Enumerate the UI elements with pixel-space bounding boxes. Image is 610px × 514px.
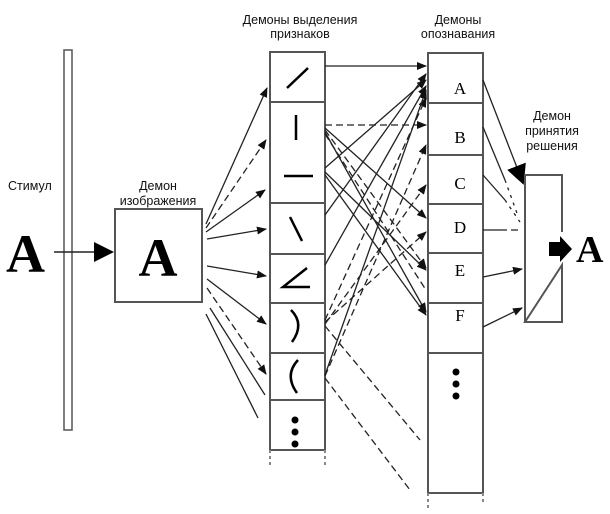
stimulus-barrier (63, 49, 73, 431)
recognition-demons-label-1: Демоны (435, 13, 482, 27)
arrow-to-right-curve (206, 278, 267, 325)
recognition-cell-a: A (454, 79, 467, 98)
arrow-to-angle (206, 265, 267, 279)
image-demon-box (114, 208, 203, 303)
decision-demon-box (523, 174, 563, 323)
decision-demon-label-3: решения (526, 139, 578, 153)
line-to-more-1 (205, 313, 259, 419)
recognition-cell-d: D (454, 218, 466, 237)
recognition-cell-b: B (454, 128, 465, 147)
arrow-to-horizontal (205, 189, 266, 233)
stimulus-label: Стимул (8, 179, 52, 193)
feature-demons-label-1: Демоны выделения (243, 13, 358, 27)
feature-diagonal-down-glyph (288, 216, 304, 242)
feature-more-dots (291, 416, 299, 448)
arrow-to-vertical (205, 139, 267, 229)
feature-right-curve-glyph (290, 309, 300, 343)
decision-demon-label-1: Демон (533, 109, 571, 123)
arrow-to-diagonal-down (206, 226, 267, 240)
feature-demons-column (269, 51, 326, 465)
decision-demon-label-2: принятия (525, 124, 579, 138)
image-letter: A (139, 228, 178, 288)
arrow-from-a (482, 79, 526, 185)
recognition-to-decision-connections (482, 79, 526, 328)
output-letter: A (576, 229, 604, 271)
feature-demons-label-2: признаков (270, 27, 330, 41)
recognition-cell-e: E (455, 261, 465, 280)
recognition-demons-column: A B C D E F (427, 52, 484, 510)
image-demon-label-2: изображения (120, 194, 197, 208)
stimulus-letter: A (6, 224, 45, 284)
feature-angle-glyph (279, 267, 310, 289)
recognition-cell-f: F (455, 306, 464, 325)
feature-to-recognition-connections (324, 62, 427, 491)
arrow-to-left-curve (206, 287, 267, 375)
recognition-more-dots (452, 368, 460, 400)
image-to-feature-arrows (205, 87, 268, 419)
recognition-demons-label-2: опознавания (421, 27, 495, 41)
feature-left-curve-glyph (289, 359, 299, 394)
recognition-cell-c: C (454, 174, 465, 193)
feature-diagonal-up-glyph (286, 67, 309, 89)
line-to-more-2 (209, 307, 266, 396)
arrow-to-diagonal-up (205, 87, 268, 225)
output-arrow (549, 236, 572, 262)
image-demon-label-1: Демон (139, 179, 177, 193)
